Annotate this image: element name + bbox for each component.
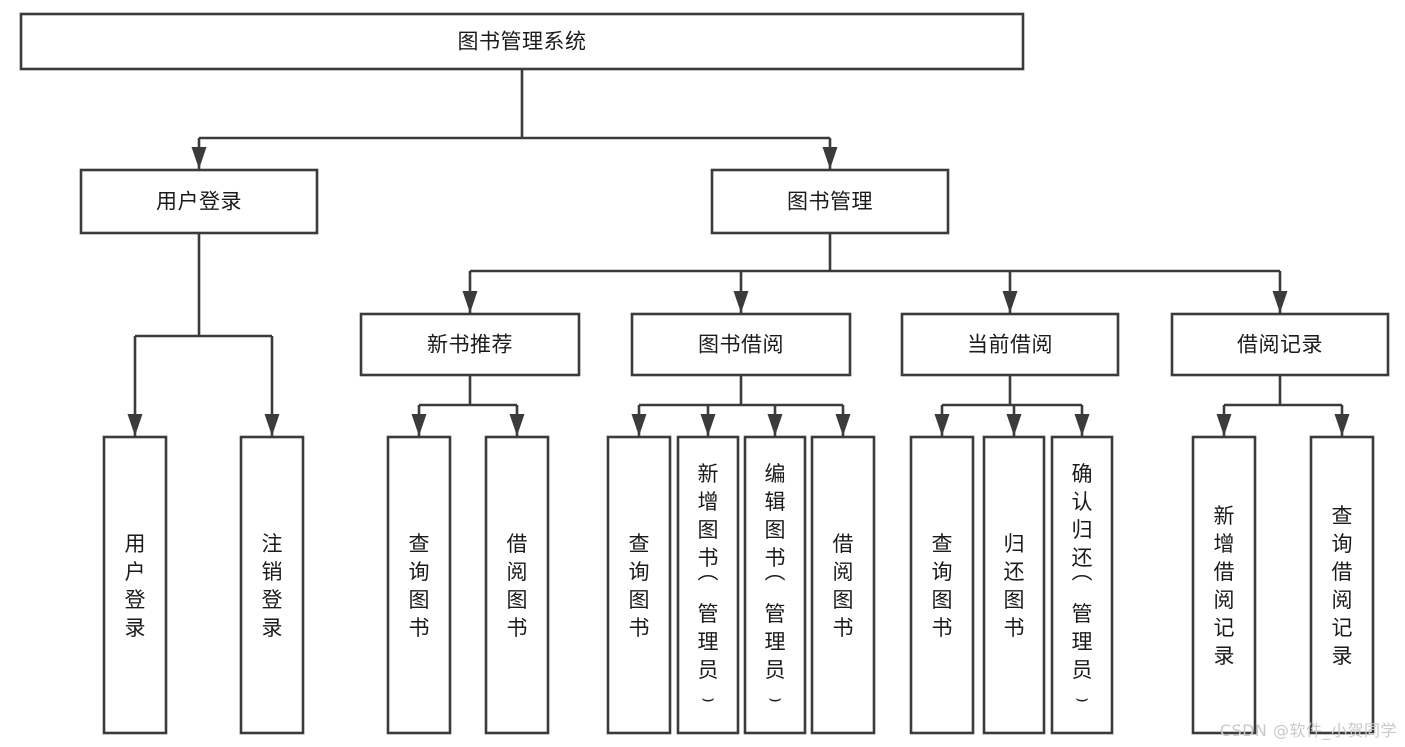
node-book-borrow[interactable]: 图书借阅: [630, 312, 852, 377]
node-box-leaf-user-login[interactable]: [102, 435, 168, 735]
arrow-head-icon: [264, 414, 280, 436]
node-label-book-manage: 图书管理: [787, 190, 873, 214]
node-leaf-query-book-1[interactable]: 查询图书: [386, 435, 452, 735]
node-box-current-borrow[interactable]: [900, 312, 1120, 377]
node-leaf-add-record[interactable]: 新增借阅记录: [1191, 435, 1257, 735]
node-label-borrow-record: 借阅记录: [1237, 333, 1323, 357]
arrow-head-icon: [631, 414, 647, 436]
node-box-root[interactable]: [19, 12, 1025, 71]
node-box-borrow-record[interactable]: [1170, 312, 1390, 377]
node-label-leaf-query-record: 查询借阅记录: [1332, 504, 1353, 668]
node-leaf-query-record[interactable]: 查询借阅记录: [1309, 435, 1375, 735]
node-label-leaf-user-login: 用户登录: [125, 532, 146, 640]
node-box-leaf-add-book[interactable]: [676, 435, 740, 735]
node-label-leaf-add-book: 新增图书⌒管理员⌣: [698, 462, 719, 710]
arrow-head-icon: [1334, 414, 1350, 436]
node-leaf-user-login[interactable]: 用户登录: [102, 435, 168, 735]
node-box-leaf-borrow-book-1[interactable]: [484, 435, 550, 735]
node-leaf-add-book[interactable]: 新增图书⌒管理员⌣: [676, 435, 740, 735]
node-box-leaf-user-logout[interactable]: [239, 435, 305, 735]
node-box-leaf-query-book-3[interactable]: [909, 435, 975, 735]
node-leaf-confirm-return[interactable]: 确认归还⌒管理员⌣: [1050, 435, 1114, 735]
node-box-leaf-query-book-1[interactable]: [386, 435, 452, 735]
node-leaf-borrow-book-2[interactable]: 借阅图书: [810, 435, 876, 735]
arrow-head-icon: [822, 147, 838, 169]
node-box-leaf-add-record[interactable]: [1191, 435, 1257, 735]
arrow-head-icon: [462, 291, 478, 313]
connector-layer: [127, 69, 1350, 436]
node-label-new-book-rec: 新书推荐: [427, 333, 513, 357]
node-box-new-book-rec[interactable]: [359, 312, 581, 377]
node-label-leaf-confirm-return: 确认归还⌒管理员⌣: [1072, 462, 1093, 710]
arrow-head-icon: [1272, 291, 1288, 313]
node-label-root: 图书管理系统: [458, 30, 587, 54]
arrow-head-icon: [835, 414, 851, 436]
arrow-head-icon: [733, 291, 749, 313]
node-box-leaf-query-book-2[interactable]: [606, 435, 672, 735]
arrow-head-icon: [1006, 414, 1022, 436]
node-label-leaf-borrow-book-2: 借阅图书: [833, 532, 854, 640]
node-box-leaf-edit-book[interactable]: [743, 435, 807, 735]
node-label-leaf-borrow-book-1: 借阅图书: [507, 532, 528, 640]
node-label-current-borrow: 当前借阅: [967, 333, 1053, 357]
node-new-book-rec[interactable]: 新书推荐: [359, 312, 581, 377]
node-root[interactable]: 图书管理系统: [19, 12, 1025, 71]
node-box-leaf-confirm-return[interactable]: [1050, 435, 1114, 735]
arrow-head-icon: [1002, 291, 1018, 313]
node-leaf-return-book[interactable]: 归还图书: [982, 435, 1046, 735]
node-leaf-query-book-3[interactable]: 查询图书: [909, 435, 975, 735]
arrow-head-icon: [767, 414, 783, 436]
node-leaf-query-book-2[interactable]: 查询图书: [606, 435, 672, 735]
node-layer: 图书管理系统用户登录图书管理新书推荐图书借阅当前借阅借阅记录用户登录注销登录查询…: [19, 12, 1390, 735]
node-box-user-login[interactable]: [79, 168, 319, 235]
arrow-head-icon: [1216, 414, 1232, 436]
node-box-leaf-borrow-book-2[interactable]: [810, 435, 876, 735]
node-leaf-edit-book[interactable]: 编辑图书⌒管理员⌣: [743, 435, 807, 735]
node-leaf-user-logout[interactable]: 注销登录: [239, 435, 305, 735]
arrow-head-icon: [411, 414, 427, 436]
node-label-leaf-query-book-3: 查询图书: [932, 532, 953, 640]
node-book-manage[interactable]: 图书管理: [710, 168, 950, 235]
node-label-leaf-edit-book: 编辑图书⌒管理员⌣: [765, 462, 786, 710]
arrow-head-icon: [934, 414, 950, 436]
node-box-book-manage[interactable]: [710, 168, 950, 235]
node-label-book-borrow: 图书借阅: [698, 333, 784, 357]
node-box-leaf-return-book[interactable]: [982, 435, 1046, 735]
node-current-borrow[interactable]: 当前借阅: [900, 312, 1120, 377]
node-label-leaf-return-book: 归还图书: [1004, 532, 1025, 640]
node-box-leaf-query-record[interactable]: [1309, 435, 1375, 735]
node-label-leaf-query-book-2: 查询图书: [629, 532, 650, 640]
node-borrow-record[interactable]: 借阅记录: [1170, 312, 1390, 377]
node-label-leaf-user-logout: 注销登录: [262, 532, 283, 640]
node-box-book-borrow[interactable]: [630, 312, 852, 377]
arrow-head-icon: [1074, 414, 1090, 436]
node-leaf-borrow-book-1[interactable]: 借阅图书: [484, 435, 550, 735]
node-label-leaf-add-record: 新增借阅记录: [1214, 504, 1235, 668]
node-user-login[interactable]: 用户登录: [79, 168, 319, 235]
arrow-head-icon: [127, 414, 143, 436]
node-label-leaf-query-book-1: 查询图书: [409, 532, 430, 640]
arrow-head-icon: [509, 414, 525, 436]
arrow-head-icon: [700, 414, 716, 436]
arrow-head-icon: [191, 147, 207, 169]
node-label-user-login: 用户登录: [156, 190, 242, 214]
